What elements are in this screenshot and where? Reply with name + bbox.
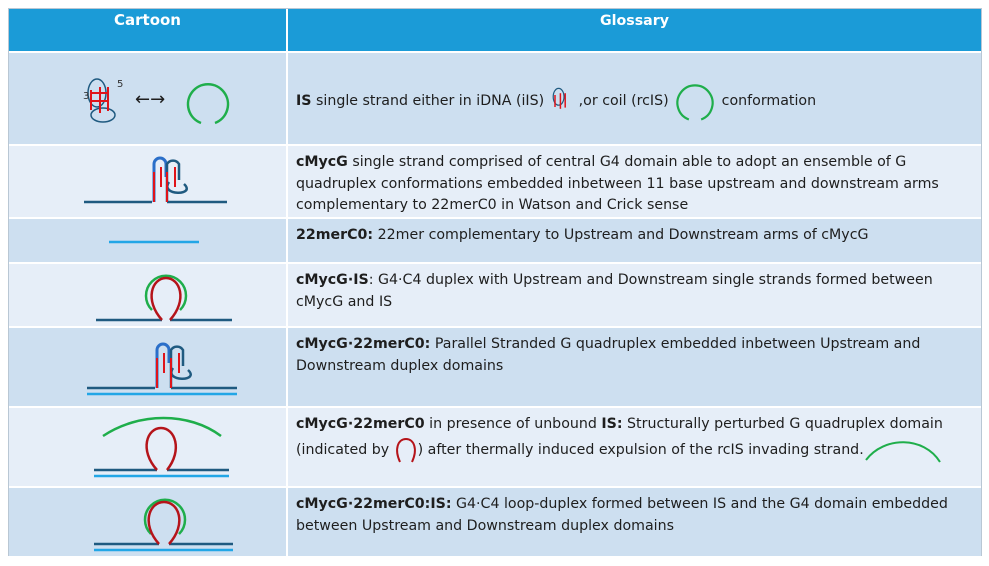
g4c4-duplex-icon <box>96 274 232 322</box>
table-row-cmycg-is: cMycG·IS: G4·C4 duplex with Upstream and… <box>9 264 981 328</box>
cartoon-cmycg <box>9 146 288 217</box>
table-row-cmycg-22merc0: cMycG·22merC0: Parallel Stranded G quadr… <box>9 328 981 408</box>
glossary-table: Cartoon Glossary 3 5 ←→ IS single strand… <box>8 8 982 556</box>
cartoon-is: 3 5 ←→ <box>9 53 288 144</box>
cmycg-g4-icon <box>84 156 227 204</box>
five-prime-label: 5 <box>117 79 123 90</box>
idna-icon: 3 5 <box>83 78 123 123</box>
definition-loop-duplex: cMycG·22merC0:IS: G4·C4 loop-duplex form… <box>296 496 948 534</box>
header-glossary: Glossary <box>600 13 669 29</box>
table-header: Cartoon Glossary <box>9 9 981 53</box>
complement-strand-icon <box>109 240 199 244</box>
idna-inline-icon <box>552 87 566 109</box>
expelled-is-inline-icon <box>864 440 941 463</box>
cartoon-cmycg-is <box>9 264 288 326</box>
definition-22merc0: 22merC0: 22mer complementary to Upstream… <box>296 227 869 243</box>
perturbed-loop-inline-icon <box>395 437 416 462</box>
equilibrium-arrow-icon: ←→ <box>135 89 166 110</box>
perturbed-g4-icon <box>94 416 229 478</box>
cartoon-cmycg-22merc0 <box>9 328 288 406</box>
duplex-g4-icon <box>87 342 237 396</box>
header-cartoon: Cartoon <box>9 9 288 51</box>
table-row-cmycg: cMycG single strand comprised of central… <box>9 146 981 219</box>
loop-duplex-icon <box>94 498 233 552</box>
coil-icon <box>186 83 230 125</box>
three-prime-label: 3 <box>83 91 89 102</box>
definition-cmycg-is: cMycG·IS: G4·C4 duplex with Upstream and… <box>296 272 933 310</box>
definition-is: IS single strand either in iDNA (iIS) ,o… <box>288 53 981 144</box>
definition-cmycg: cMycG single strand comprised of central… <box>296 154 939 213</box>
table-row-cmycg-22merc0-unbound-is: cMycG·22merC0 in presence of unbound IS:… <box>9 408 981 488</box>
table-row-22merc0: 22merC0: 22mer complementary to Upstream… <box>9 219 981 264</box>
cartoon-22merc0 <box>9 219 288 262</box>
table-row-cmycg-22merc0-is: cMycG·22merC0:IS: G4·C4 loop-duplex form… <box>9 488 981 556</box>
cartoon-loop-duplex <box>9 488 288 556</box>
definition-cmycg-22merc0: cMycG·22merC0: Parallel Stranded G quadr… <box>296 336 921 374</box>
coil-inline-icon <box>676 84 714 121</box>
table-row-is: 3 5 ←→ IS single strand either in iDNA (… <box>9 53 981 146</box>
definition-perturbed: cMycG·22merC0 in presence of unbound IS:… <box>288 408 981 486</box>
cartoon-perturbed <box>9 408 288 486</box>
